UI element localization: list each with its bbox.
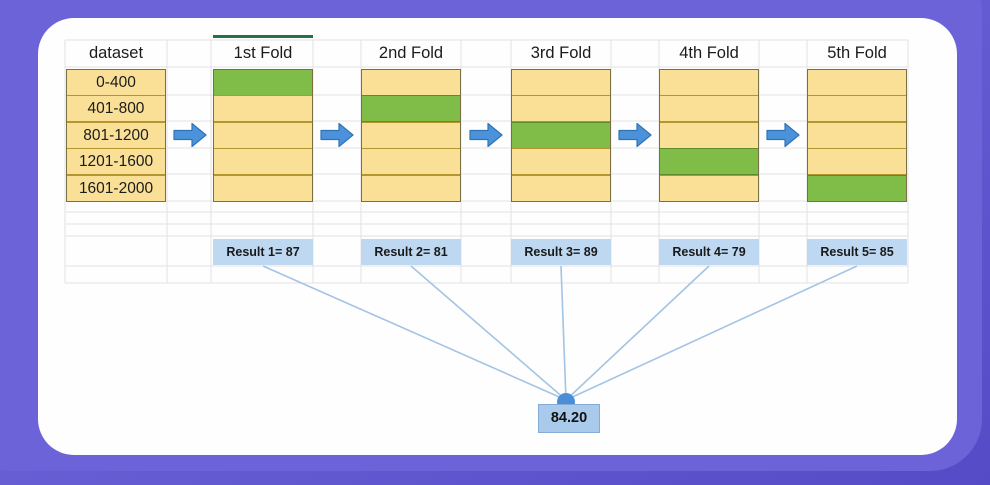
result-box-1: Result 1= 87	[213, 239, 313, 265]
first-fold-tab-line	[213, 35, 313, 38]
right-arrow-icon	[618, 122, 652, 147]
fold-header-2: 2nd Fold	[378, 44, 444, 62]
train-cell	[213, 174, 313, 202]
average-value: 84.20	[550, 410, 588, 426]
average-result-box: 84.20	[538, 404, 600, 433]
result-box-4: Result 4= 79	[659, 239, 759, 265]
right-arrow-icon	[173, 122, 207, 147]
train-cell	[511, 95, 611, 123]
dataset-cell: 1201-1600	[66, 148, 166, 176]
right-arrow-icon	[469, 122, 503, 147]
result-box-5: Result 5= 85	[807, 239, 907, 265]
right-arrow-icon	[766, 122, 800, 147]
train-cell	[213, 148, 313, 176]
dataset-header: dataset	[88, 44, 144, 62]
train-cell	[511, 148, 611, 176]
test-cell	[361, 95, 461, 123]
fold-header-5: 5th Fold	[827, 44, 887, 62]
train-cell	[659, 174, 759, 202]
dataset-cell: 1601-2000	[66, 174, 166, 202]
result-box-3: Result 3= 89	[511, 239, 611, 265]
train-cell	[361, 174, 461, 202]
train-cell	[361, 148, 461, 176]
train-cell	[511, 174, 611, 202]
right-arrow-icon	[320, 122, 354, 147]
train-cell	[659, 121, 759, 149]
result-box-2: Result 2= 81	[361, 239, 461, 265]
fold-header-3: 3rd Fold	[530, 44, 592, 62]
connector-lines	[262, 265, 858, 411]
fold-header-4: 4th Fold	[679, 44, 739, 62]
train-cell	[213, 95, 313, 123]
dataset-cell: 801-1200	[66, 121, 166, 149]
fold-header-1: 1st Fold	[233, 44, 293, 62]
